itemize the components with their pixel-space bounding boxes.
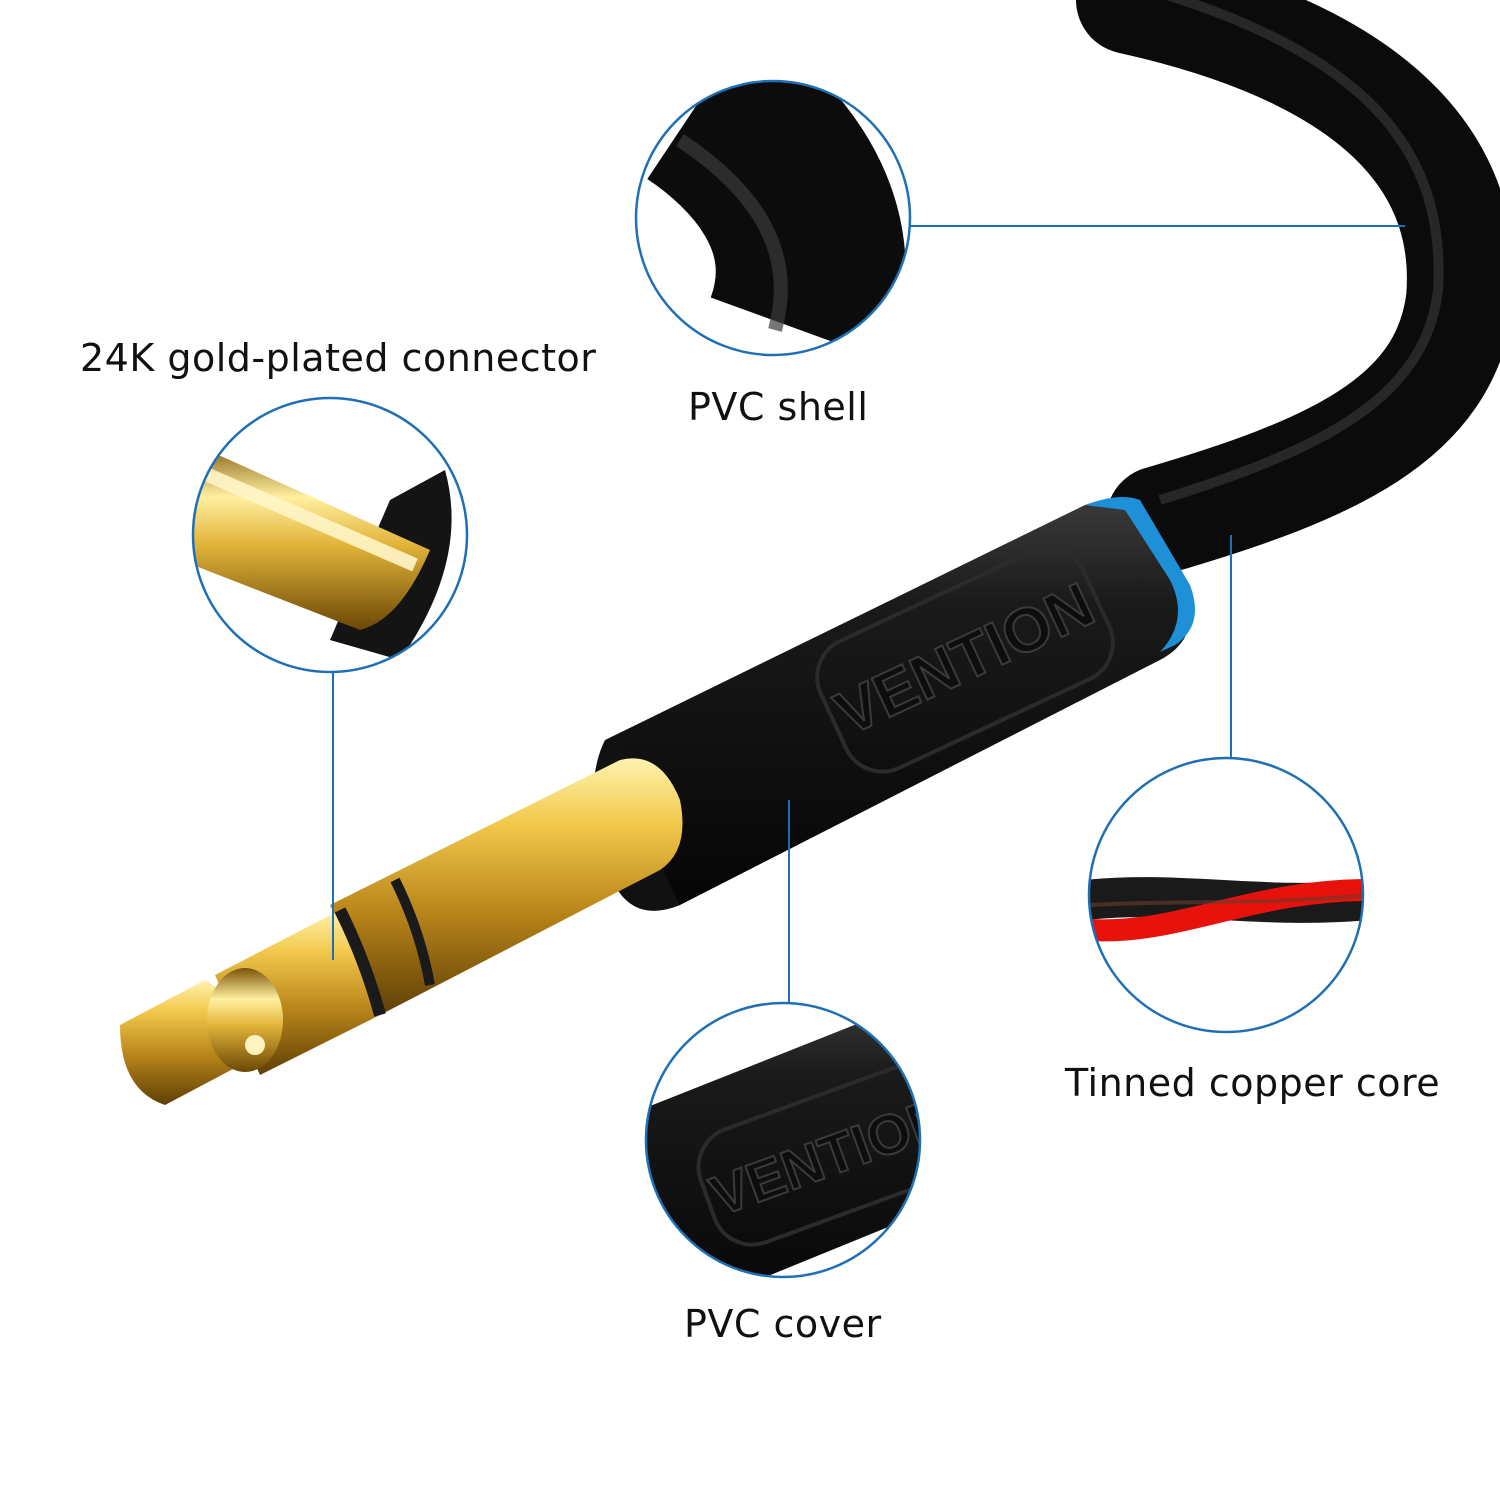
blue-band	[1085, 496, 1195, 652]
gold-plug-tip	[120, 758, 683, 1105]
label-pvc-shell: PVC shell	[688, 385, 869, 429]
callout-lines	[332, 225, 1405, 1003]
callout-circle-copper-core	[1087, 756, 1365, 1034]
callout-circle-pvc-cover: VENTION	[644, 1001, 922, 1279]
callout-circle-pvc-shell	[634, 79, 912, 357]
label-gold-connector: 24K gold-plated connector	[80, 336, 597, 380]
cable	[1076, 0, 1500, 574]
callout-circle-gold-connector	[191, 396, 469, 674]
plug-housing: VENTION	[593, 496, 1195, 911]
label-copper-core: Tinned copper core	[1065, 1061, 1441, 1105]
label-pvc-cover: PVC cover	[684, 1302, 882, 1346]
